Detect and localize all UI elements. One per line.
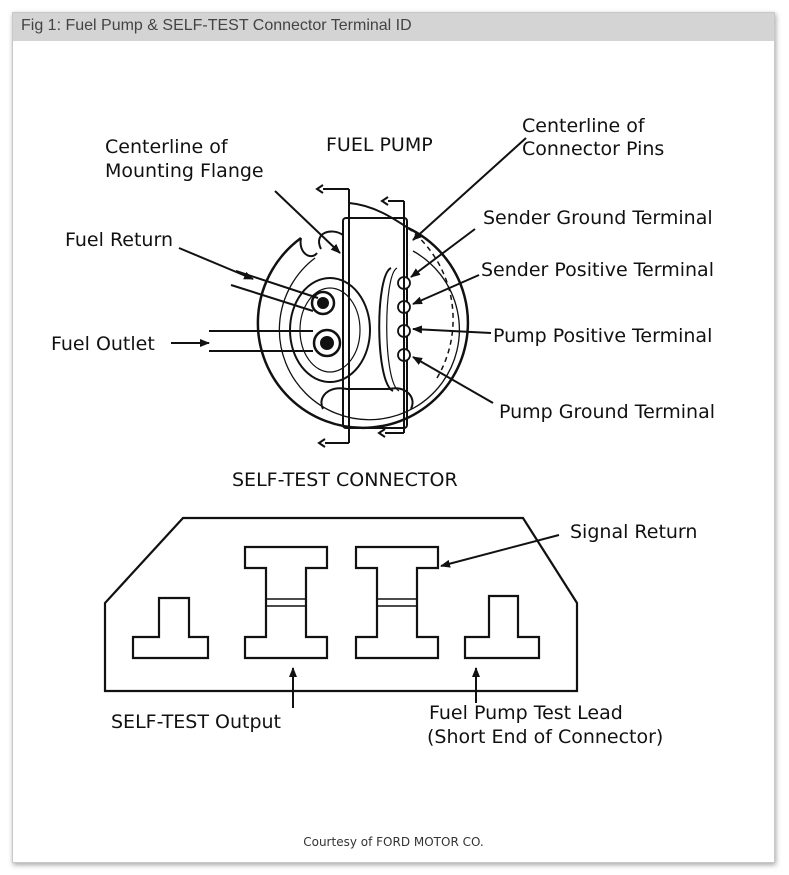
fuel-return-label: Fuel Return bbox=[65, 229, 173, 251]
fuel-outlet-label: Fuel Outlet bbox=[51, 333, 155, 355]
pins-centerline bbox=[377, 196, 405, 438]
fuel-outlet-line bbox=[209, 328, 342, 358]
signal-return-terminal bbox=[354, 545, 440, 660]
fuel-pump-diagram: Centerline of Mounting Flange FUEL PUMP … bbox=[51, 115, 715, 748]
pump-positive-arrow bbox=[412, 325, 492, 334]
pins-centerline-arrow bbox=[412, 137, 527, 241]
fuel-return-line bbox=[230, 270, 336, 316]
top-leaders bbox=[171, 137, 527, 404]
mounting-tabs bbox=[318, 230, 414, 410]
fuel-return-arrow bbox=[178, 247, 254, 280]
fuel-pump-test-lead-label-1: Fuel Pump Test Lead bbox=[429, 702, 623, 724]
pump-flange bbox=[256, 202, 470, 430]
fuel-pump-label: FUEL PUMP bbox=[326, 134, 433, 156]
credit-line: Courtesy of FORD MOTOR CO. bbox=[303, 835, 484, 849]
sender-positive-arrow bbox=[412, 274, 480, 305]
centerline-flange-label-1: Centerline of bbox=[105, 136, 229, 158]
sender-ground-arrow bbox=[410, 228, 476, 278]
pump-ground-label: Pump Ground Terminal bbox=[499, 401, 715, 423]
figure-frame: Fig 1: Fuel Pump & SELF-TEST Connector T… bbox=[12, 12, 775, 863]
figure-caption: Fig 1: Fuel Pump & SELF-TEST Connector T… bbox=[21, 17, 412, 34]
centerline-pins-label-2: Connector Pins bbox=[522, 138, 664, 160]
diagram-labels: Centerline of Mounting Flange FUEL PUMP … bbox=[51, 115, 715, 748]
self-test-output-terminal bbox=[243, 545, 329, 660]
fuel-pump-test-lead-label-2: (Short End of Connector) bbox=[427, 726, 663, 748]
pump-positive-label: Pump Positive Terminal bbox=[493, 325, 712, 347]
signal-return-arrow bbox=[440, 534, 560, 568]
flange-centerline bbox=[315, 184, 350, 448]
sender-positive-label: Sender Positive Terminal bbox=[481, 259, 714, 281]
caption-bar: Fig 1: Fuel Pump & SELF-TEST Connector T… bbox=[13, 13, 774, 41]
pump-ground-arrow bbox=[412, 356, 494, 404]
bottom-leaders bbox=[289, 534, 560, 708]
fuel-pump-test-lead-terminal bbox=[463, 594, 541, 660]
flange-centerline-arrow bbox=[274, 190, 341, 254]
left-terminal bbox=[131, 596, 210, 660]
centerline-flange-label-2: Mounting Flange bbox=[105, 160, 264, 182]
self-test-connector bbox=[103, 516, 579, 693]
self-test-output-label: SELF-TEST Output bbox=[111, 711, 281, 733]
centerline-pins-label-1: Centerline of bbox=[522, 115, 646, 137]
connector-housing bbox=[342, 217, 408, 429]
self-test-connector-title: SELF-TEST CONNECTOR bbox=[232, 469, 458, 491]
signal-return-label: Signal Return bbox=[570, 521, 697, 543]
sender-ground-label: Sender Ground Terminal bbox=[483, 207, 713, 229]
connector-outline bbox=[103, 516, 579, 693]
